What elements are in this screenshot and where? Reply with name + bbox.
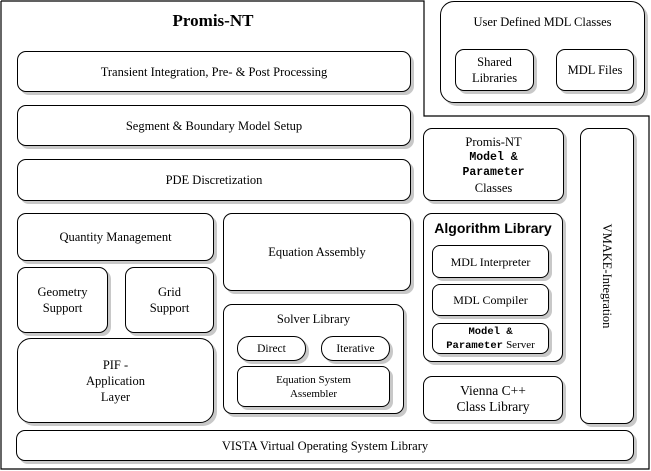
equation-system-assembler-label-line2: Assembler [289, 387, 338, 400]
geometry-support-box: Geometry Support [17, 267, 108, 333]
model-classes-label-line2: Model & [469, 150, 518, 164]
shared-libraries-box: Shared Libraries [455, 49, 534, 91]
user-defined-mdl-classes-title: User Defined MDL Classes [473, 15, 612, 29]
vista-library-label: VISTA Virtual Operating System Library [221, 438, 429, 453]
model-classes-label-line1: Promis-NT [465, 134, 522, 149]
mdl-interpreter-label: MDL Interpreter [450, 254, 531, 269]
vista-library-box: VISTA Virtual Operating System Library [16, 430, 634, 461]
mdl-interpreter-box: MDL Interpreter [432, 245, 549, 278]
pde-discretization-label: PDE Discretization [165, 173, 263, 187]
grid-support-label-line2: Support [149, 301, 190, 315]
pde-discretization-box: PDE Discretization [17, 159, 411, 201]
vmake-integration-box: VMAKE-Integration [580, 128, 634, 424]
mdl-compiler-label: MDL Compiler [453, 293, 528, 307]
model-parameter-server-box: Model & Parameter Server [432, 323, 549, 354]
iterative-solver-box: Iterative [321, 336, 390, 361]
grid-support-label-line1: Grid [158, 285, 181, 299]
algorithm-library-title: Algorithm Library [434, 220, 552, 236]
quantity-management-label: Quantity Management [59, 230, 172, 244]
model-parameter-server-label-line2-mono: Parameter [446, 339, 503, 352]
mdl-files-label: MDL Files [567, 63, 623, 77]
model-parameter-server-label-line2: Parameter Server [446, 338, 535, 352]
geometry-support-label-line2: Support [42, 301, 83, 315]
quantity-management-box: Quantity Management [17, 213, 214, 261]
vienna-label-line1: Vienna C++ [460, 382, 526, 398]
geometry-support-label-line1: Geometry [37, 285, 88, 299]
promis-nt-title: Promis-NT [172, 11, 254, 30]
vienna-cpp-class-library-box: Vienna C++ Class Library [423, 376, 563, 421]
equation-system-assembler-box: Equation System Assembler [237, 366, 390, 407]
segment-boundary-label: Segment & Boundary Model Setup [125, 118, 303, 133]
direct-solver-label: Direct [257, 342, 286, 355]
grid-support-box: Grid Support [125, 267, 214, 333]
shared-libraries-label-line2: Libraries [471, 71, 518, 85]
segment-boundary-box: Segment & Boundary Model Setup [17, 105, 411, 146]
mdl-files-box: MDL Files [556, 49, 634, 91]
transient-integration-label: Transient Integration, Pre- & Post Proce… [100, 64, 328, 79]
iterative-solver-label: Iterative [336, 342, 375, 355]
model-parameter-classes-box: Promis-NT Model & Parameter Classes [423, 128, 564, 201]
equation-assembly-label: Equation Assembly [268, 245, 366, 259]
transient-integration-box: Transient Integration, Pre- & Post Proce… [17, 51, 411, 92]
vmake-integration-label: VMAKE-Integration [600, 223, 614, 329]
pif-label-line2: Application [85, 373, 145, 388]
solver-library-title: Solver Library [276, 312, 351, 326]
model-parameter-server-label-line2-serif: Server [506, 338, 535, 351]
vienna-label-line2: Class Library [456, 398, 530, 414]
pif-application-layer-box: PIF - Application Layer [17, 338, 214, 423]
shared-libraries-label-line1: Shared [477, 55, 512, 69]
model-parameter-server-label-line1: Model & [468, 325, 513, 338]
pif-label-line1: PIF - [102, 357, 129, 372]
equation-system-assembler-label-line1: Equation System [276, 373, 351, 386]
model-classes-label-line4: Classes [474, 180, 513, 195]
model-classes-label-line3: Parameter [462, 165, 525, 179]
mdl-compiler-box: MDL Compiler [432, 284, 549, 316]
direct-solver-box: Direct [237, 336, 306, 361]
equation-assembly-box: Equation Assembly [223, 213, 411, 291]
pif-label-line3: Layer [100, 389, 131, 404]
